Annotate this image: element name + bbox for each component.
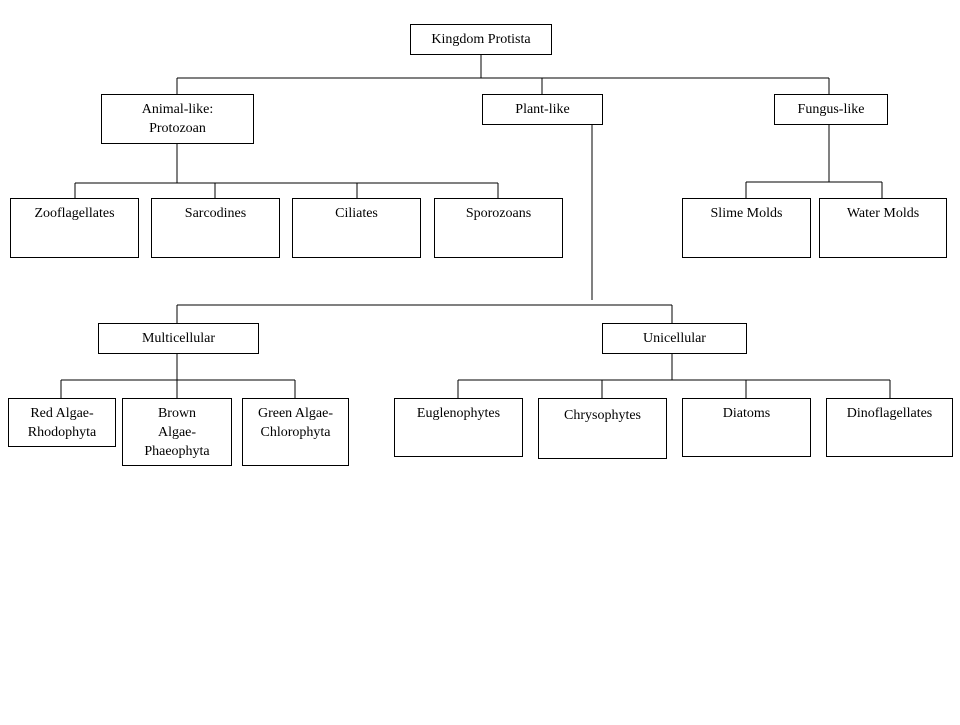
kingdom-protista-node: Kingdom Protista <box>410 24 552 55</box>
zooflagellates-node: Zooflagellates <box>10 198 139 258</box>
plant-like-node: Plant-like <box>482 94 603 125</box>
dinoflagellates-node: Dinoflagellates <box>826 398 953 457</box>
chrysophytes-node: Chrysophytes <box>538 398 667 459</box>
slime-molds-node: Slime Molds <box>682 198 811 258</box>
brown-algae-node: Brown Algae- Phaeophyta <box>122 398 232 466</box>
sarcodines-node: Sarcodines <box>151 198 280 258</box>
fungus-like-node: Fungus-like <box>774 94 888 125</box>
multicellular-node: Multicellular <box>98 323 259 354</box>
ciliates-node: Ciliates <box>292 198 421 258</box>
euglenophytes-node: Euglenophytes <box>394 398 523 457</box>
water-molds-node: Water Molds <box>819 198 947 258</box>
diatoms-node: Diatoms <box>682 398 811 457</box>
sporozoans-node: Sporozoans <box>434 198 563 258</box>
animal-like-protozoan-node: Animal-like: Protozoan <box>101 94 254 144</box>
green-algae-node: Green Algae- Chlorophyta <box>242 398 349 466</box>
unicellular-node: Unicellular <box>602 323 747 354</box>
red-algae-node: Red Algae- Rhodophyta <box>8 398 116 447</box>
